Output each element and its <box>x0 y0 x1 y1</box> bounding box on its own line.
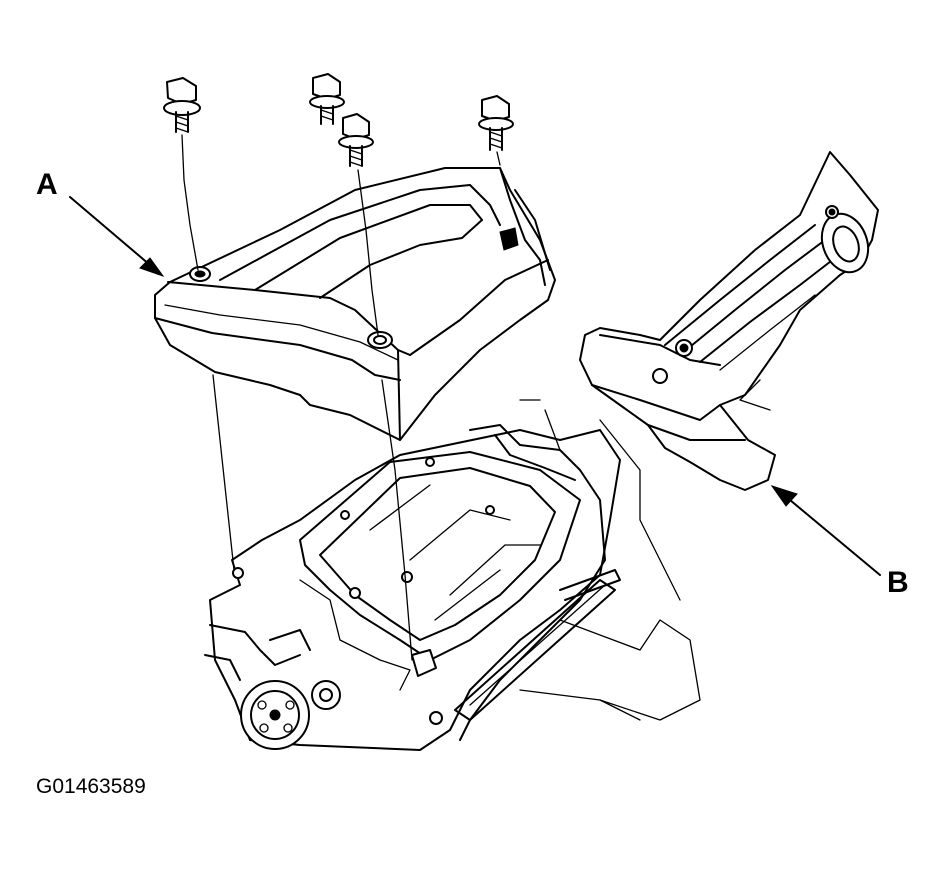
bolt-4 <box>478 95 514 166</box>
arrow-b <box>770 485 881 576</box>
mounting-bolts <box>163 73 514 661</box>
arrow-a <box>69 196 165 277</box>
figure-id-caption: G01463589 <box>36 775 146 798</box>
engine-cover-b <box>579 151 879 491</box>
label-b: B <box>887 566 909 599</box>
engine-cover-a <box>154 167 556 441</box>
engine-assembly <box>204 399 701 751</box>
label-a: A <box>36 168 58 201</box>
bolt-3 <box>338 113 379 336</box>
bolt-2 <box>309 73 345 125</box>
bolt-1 <box>163 77 201 271</box>
